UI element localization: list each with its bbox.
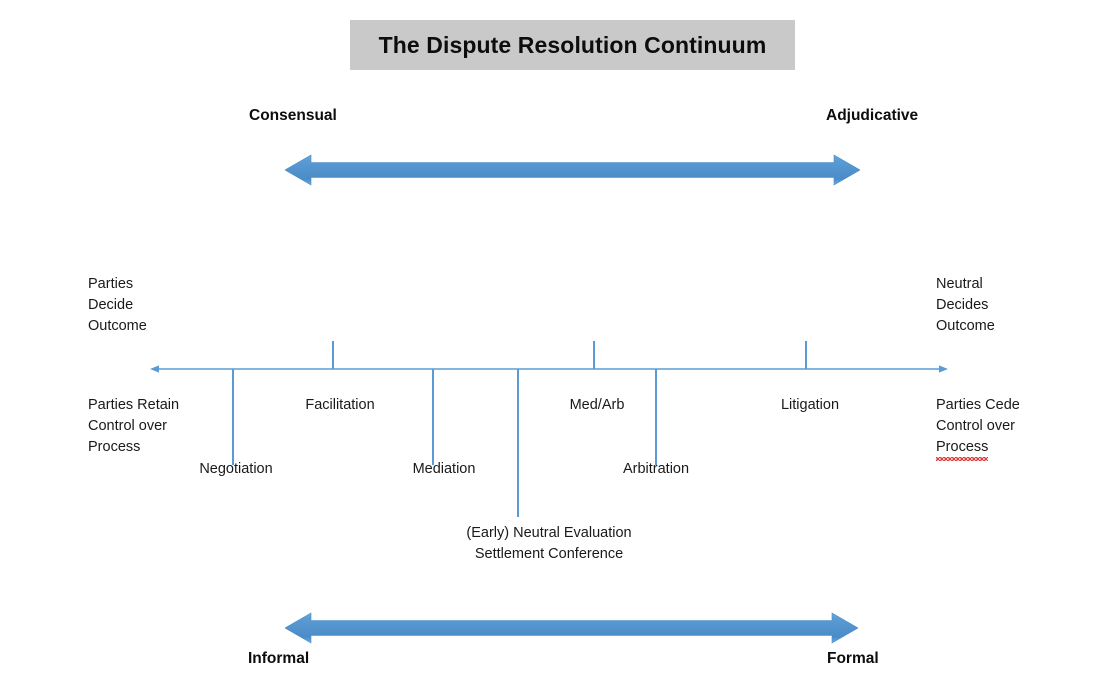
continuum-axis — [150, 364, 948, 374]
axis-label-arbitration: Arbitration — [623, 459, 689, 480]
pole-label-formal: Formal — [827, 650, 879, 667]
note-line: Parties — [88, 276, 134, 292]
axis-label-line: Settlement Conference — [474, 546, 624, 562]
top-double-arrow — [285, 153, 860, 187]
axis-label-line: Arbitration — [622, 461, 690, 477]
note-parties-decide-outcome: Parties Decide Outcome — [88, 274, 147, 337]
axis-label-line: Facilitation — [305, 397, 375, 413]
bottom-double-arrow — [285, 611, 858, 645]
axis-label-negotiation: Negotiation — [199, 459, 272, 480]
note-line: Outcome — [88, 318, 147, 334]
pole-label-consensual: Consensual — [249, 107, 337, 124]
pole-label-informal: Informal — [248, 650, 310, 667]
note-line: Parties Retain — [88, 397, 180, 413]
axis-tick-negotiation — [232, 369, 234, 465]
axis-label-mediation: Mediation — [413, 459, 476, 480]
note-line: Control over — [88, 418, 167, 434]
note-line: Outcome — [936, 318, 995, 334]
axis-label-med-arb: Med/Arb — [570, 395, 625, 416]
axis-label-line: Negotiation — [199, 461, 273, 477]
note-parties-retain-control: Parties Retain Control over Process — [88, 395, 179, 458]
note-parties-cede-control: Parties Cede Control over Process — [936, 395, 1020, 461]
note-line: Process — [88, 439, 141, 455]
page-title: The Dispute Resolution Continuum — [378, 31, 767, 58]
axis-label-line: Mediation — [412, 461, 476, 477]
axis-tick-mediation — [432, 369, 434, 465]
axis-label-line: (Early) Neutral Evaluation — [466, 525, 632, 541]
pole-label-adjudicative: Adjudicative — [826, 107, 919, 124]
axis-label-facilitation: Facilitation — [305, 395, 374, 416]
spellcheck-underlined-word: Process — [936, 437, 989, 461]
axis-tick-litigation — [805, 341, 807, 369]
note-line: Decide — [88, 297, 134, 313]
note-line: Process — [936, 437, 1020, 461]
note-line: Control over — [936, 418, 1015, 434]
axis-label-line: Litigation — [780, 397, 840, 413]
axis-label-litigation: Litigation — [781, 395, 839, 416]
note-line: Decides — [936, 297, 989, 313]
axis-label-line: Med/Arb — [569, 397, 625, 413]
axis-tick-facilitation — [332, 341, 334, 369]
title-band: The Dispute Resolution Continuum — [350, 20, 795, 70]
axis-tick-early-neutral-evaluation-settlement-conference — [517, 369, 519, 517]
note-neutral-decides-outcome: Neutral Decides Outcome — [936, 274, 995, 337]
note-line: Parties Cede — [936, 397, 1020, 413]
note-line: Neutral — [936, 276, 983, 292]
axis-tick-arbitration — [655, 369, 657, 465]
axis-tick-med-arb — [593, 341, 595, 369]
